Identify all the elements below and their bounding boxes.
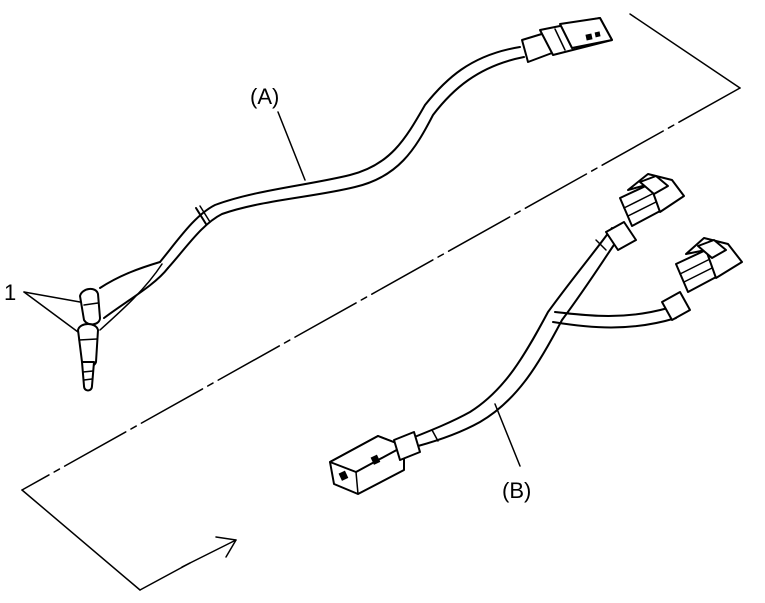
frame-edge-bottom bbox=[21, 489, 141, 591]
harness-b-trunk-lower bbox=[417, 235, 621, 447]
probe-upper-body bbox=[79, 288, 101, 326]
probe-lower-tip bbox=[81, 361, 95, 392]
harness-b-trunk-upper bbox=[411, 227, 613, 439]
harness-b-connector-lower bbox=[329, 431, 421, 495]
connector-boot bbox=[393, 431, 421, 461]
harness-b-branch-upper bbox=[554, 307, 669, 317]
callout-label-1: 1 bbox=[4, 280, 16, 305]
harness-a-lead-2 bbox=[103, 267, 169, 319]
callout-1-leader-lower bbox=[23, 291, 79, 333]
frame-diagonal-dash-dot bbox=[21, 87, 741, 491]
callout-1-leader-upper bbox=[23, 291, 81, 303]
harness-a bbox=[23, 17, 613, 392]
probe-lower-body bbox=[77, 323, 99, 368]
harness-a-cable-upper bbox=[159, 46, 521, 263]
harness-b-connector-right bbox=[661, 237, 743, 321]
connector-terminal-slot bbox=[585, 33, 593, 41]
harness-a-cable-lower bbox=[167, 56, 525, 269]
harness-a-tie-band bbox=[195, 207, 207, 225]
label-harness-b: (B) bbox=[502, 478, 531, 503]
harness-b bbox=[329, 173, 743, 495]
label-harness-a: (A) bbox=[250, 84, 279, 109]
boundary-frame bbox=[21, 13, 741, 591]
callout-b-leader bbox=[494, 403, 521, 467]
probe-upper bbox=[79, 288, 101, 326]
harness-a-top-connector bbox=[521, 17, 613, 63]
probe-lower bbox=[77, 323, 99, 392]
callout-a-leader bbox=[277, 111, 306, 181]
harness-a-lead-1 bbox=[99, 261, 161, 289]
frame-edge-top bbox=[629, 13, 741, 89]
arrow-up-right-icon bbox=[181, 536, 237, 568]
harness-b-connector-upper bbox=[605, 173, 685, 251]
harness-b-branch-lower bbox=[552, 317, 677, 329]
